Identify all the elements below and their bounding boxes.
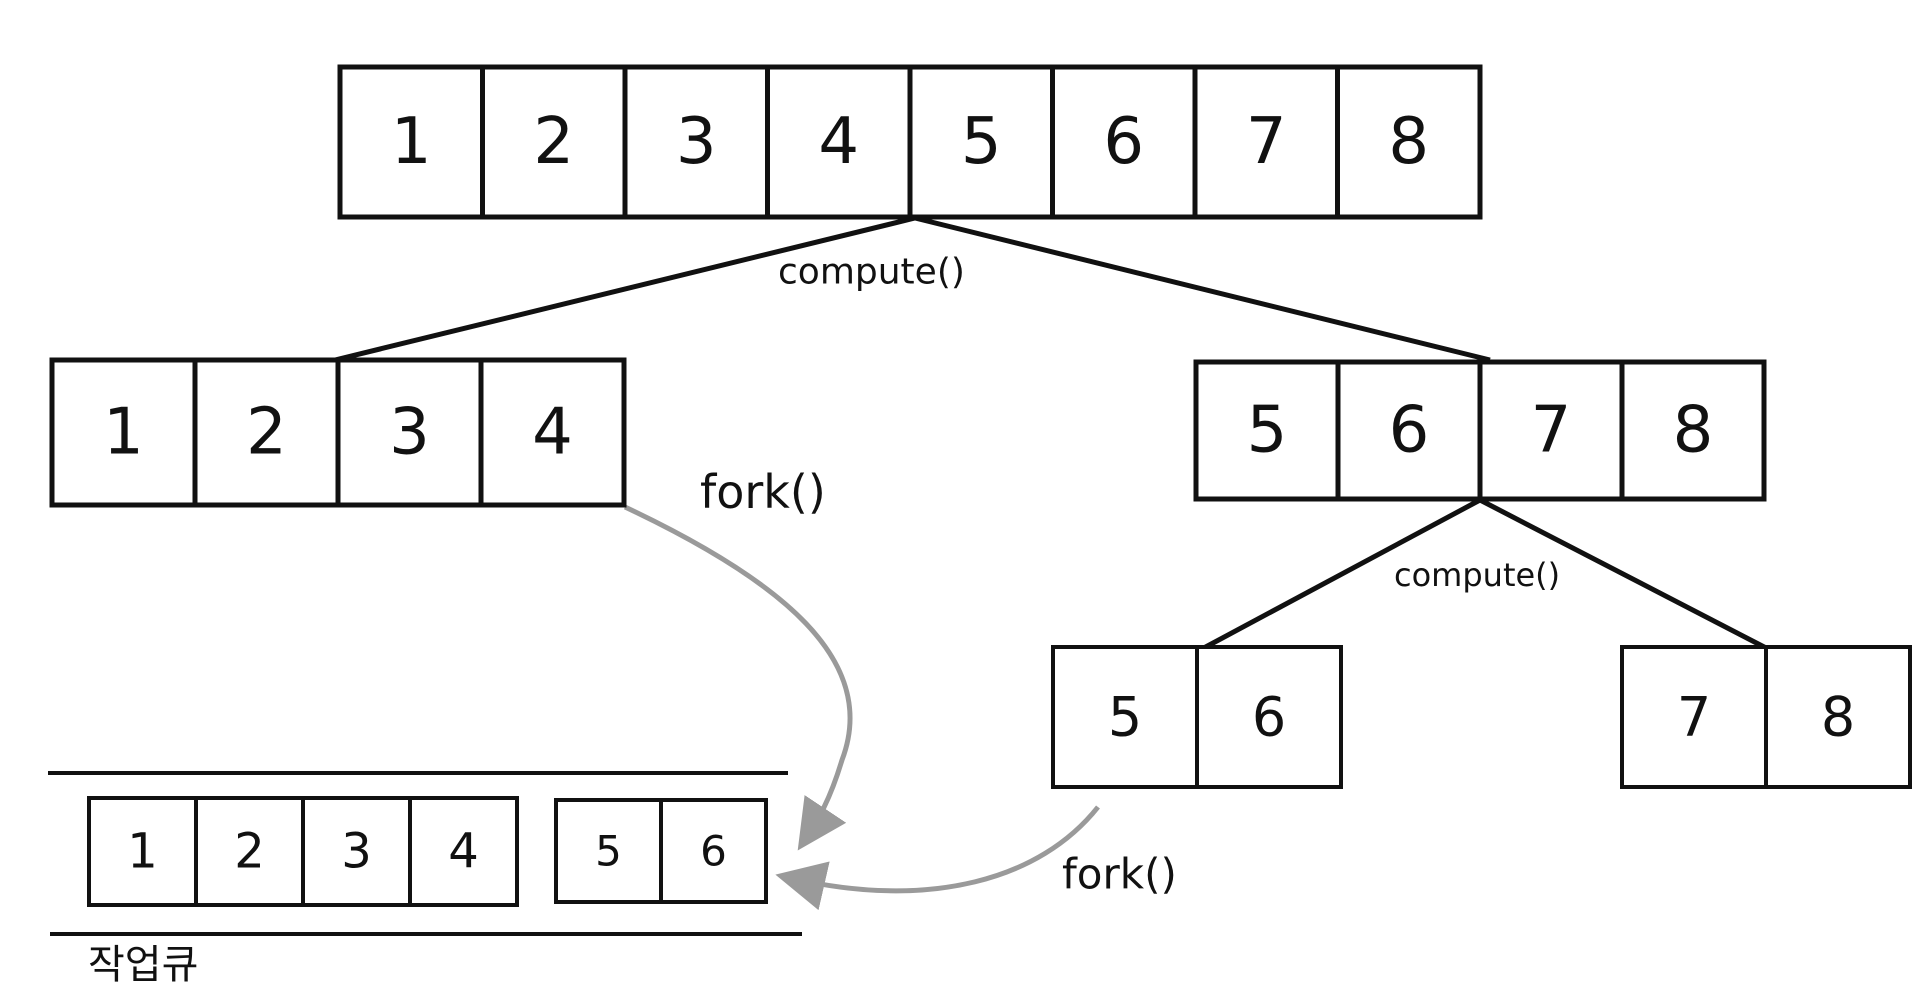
sub-right-cell-value: 7 xyxy=(1677,686,1711,749)
sub-right-cell xyxy=(1620,645,1768,789)
queue-rails xyxy=(48,771,802,936)
top-cell-value: 7 xyxy=(1246,105,1287,179)
queue-b-cell xyxy=(659,798,768,904)
right-cell xyxy=(1193,359,1341,502)
connector-top-to-left xyxy=(334,215,916,363)
top-cell-value: 1 xyxy=(391,105,432,179)
right-cell-value: 6 xyxy=(1389,394,1430,468)
compute-label-top: compute() xyxy=(778,252,965,293)
right-cell-value: 7 xyxy=(1531,394,1572,468)
fork-label-right: fork() xyxy=(1062,850,1177,899)
array-top: 1 2 3 4 5 6 7 8 xyxy=(337,64,1483,220)
queue-a-cell-value: 3 xyxy=(341,824,372,880)
queue-a-cell-value: 4 xyxy=(448,824,479,880)
top-cell-value: 3 xyxy=(676,105,717,179)
queue-b-cell-value: 5 xyxy=(595,827,622,876)
right-cell xyxy=(1477,359,1625,502)
top-cell-value: 2 xyxy=(533,105,574,179)
top-cell-value: 4 xyxy=(818,105,859,179)
sub-right-cell-value: 8 xyxy=(1821,686,1855,749)
left-cell xyxy=(478,357,627,508)
array-left-half: 1 2 3 4 xyxy=(49,357,627,508)
queue-b-cell xyxy=(554,798,663,904)
connector-right-to-sub-left xyxy=(1198,497,1482,653)
queue-a-cell-value: 1 xyxy=(127,824,158,880)
fork-arrow-left xyxy=(623,504,853,851)
top-cell xyxy=(480,64,628,220)
fork-arrow-right xyxy=(775,805,1100,911)
right-cell-value: 8 xyxy=(1673,394,1714,468)
queue-b-cell-value: 6 xyxy=(700,827,727,876)
left-cell-value: 3 xyxy=(389,396,430,470)
left-cell-value: 2 xyxy=(246,396,287,470)
left-cell xyxy=(49,357,198,508)
right-cell-value: 5 xyxy=(1247,394,1288,468)
top-cell xyxy=(1335,64,1483,220)
sub-left-cell xyxy=(1051,645,1199,789)
right-cell xyxy=(1619,359,1767,502)
top-cell-value: 5 xyxy=(961,105,1002,179)
connector-top-to-right xyxy=(914,215,1491,363)
fork-arrows xyxy=(623,504,1100,911)
sub-right-cell xyxy=(1764,645,1912,789)
queue-a-cell-value: 2 xyxy=(234,824,265,880)
array-right-half: 5 6 7 8 xyxy=(1193,359,1767,502)
queue-label: 작업큐 xyxy=(88,942,198,988)
right-cell xyxy=(1335,359,1483,502)
left-cell-value: 4 xyxy=(532,396,573,470)
tree-connectors xyxy=(334,215,1772,653)
queue-task-group-a: 1 2 3 4 xyxy=(87,796,519,907)
left-cell-value: 1 xyxy=(103,396,144,470)
left-cell xyxy=(335,357,484,508)
top-cell xyxy=(337,64,485,220)
sub-left-cell-value: 5 xyxy=(1108,686,1142,749)
fork-label-left: fork() xyxy=(700,465,826,519)
top-cell-value: 8 xyxy=(1388,105,1429,179)
connector-right-to-sub-right xyxy=(1478,497,1772,653)
top-cell xyxy=(1192,64,1340,220)
sub-left-cell-value: 6 xyxy=(1252,686,1286,749)
top-cell xyxy=(1050,64,1198,220)
sub-left-cell xyxy=(1195,645,1343,789)
top-cell-value: 6 xyxy=(1103,105,1144,179)
queue-a-cell xyxy=(194,796,305,907)
queue-a-cell xyxy=(301,796,412,907)
compute-label-right: compute() xyxy=(1394,556,1560,594)
queue-a-cell xyxy=(408,796,519,907)
